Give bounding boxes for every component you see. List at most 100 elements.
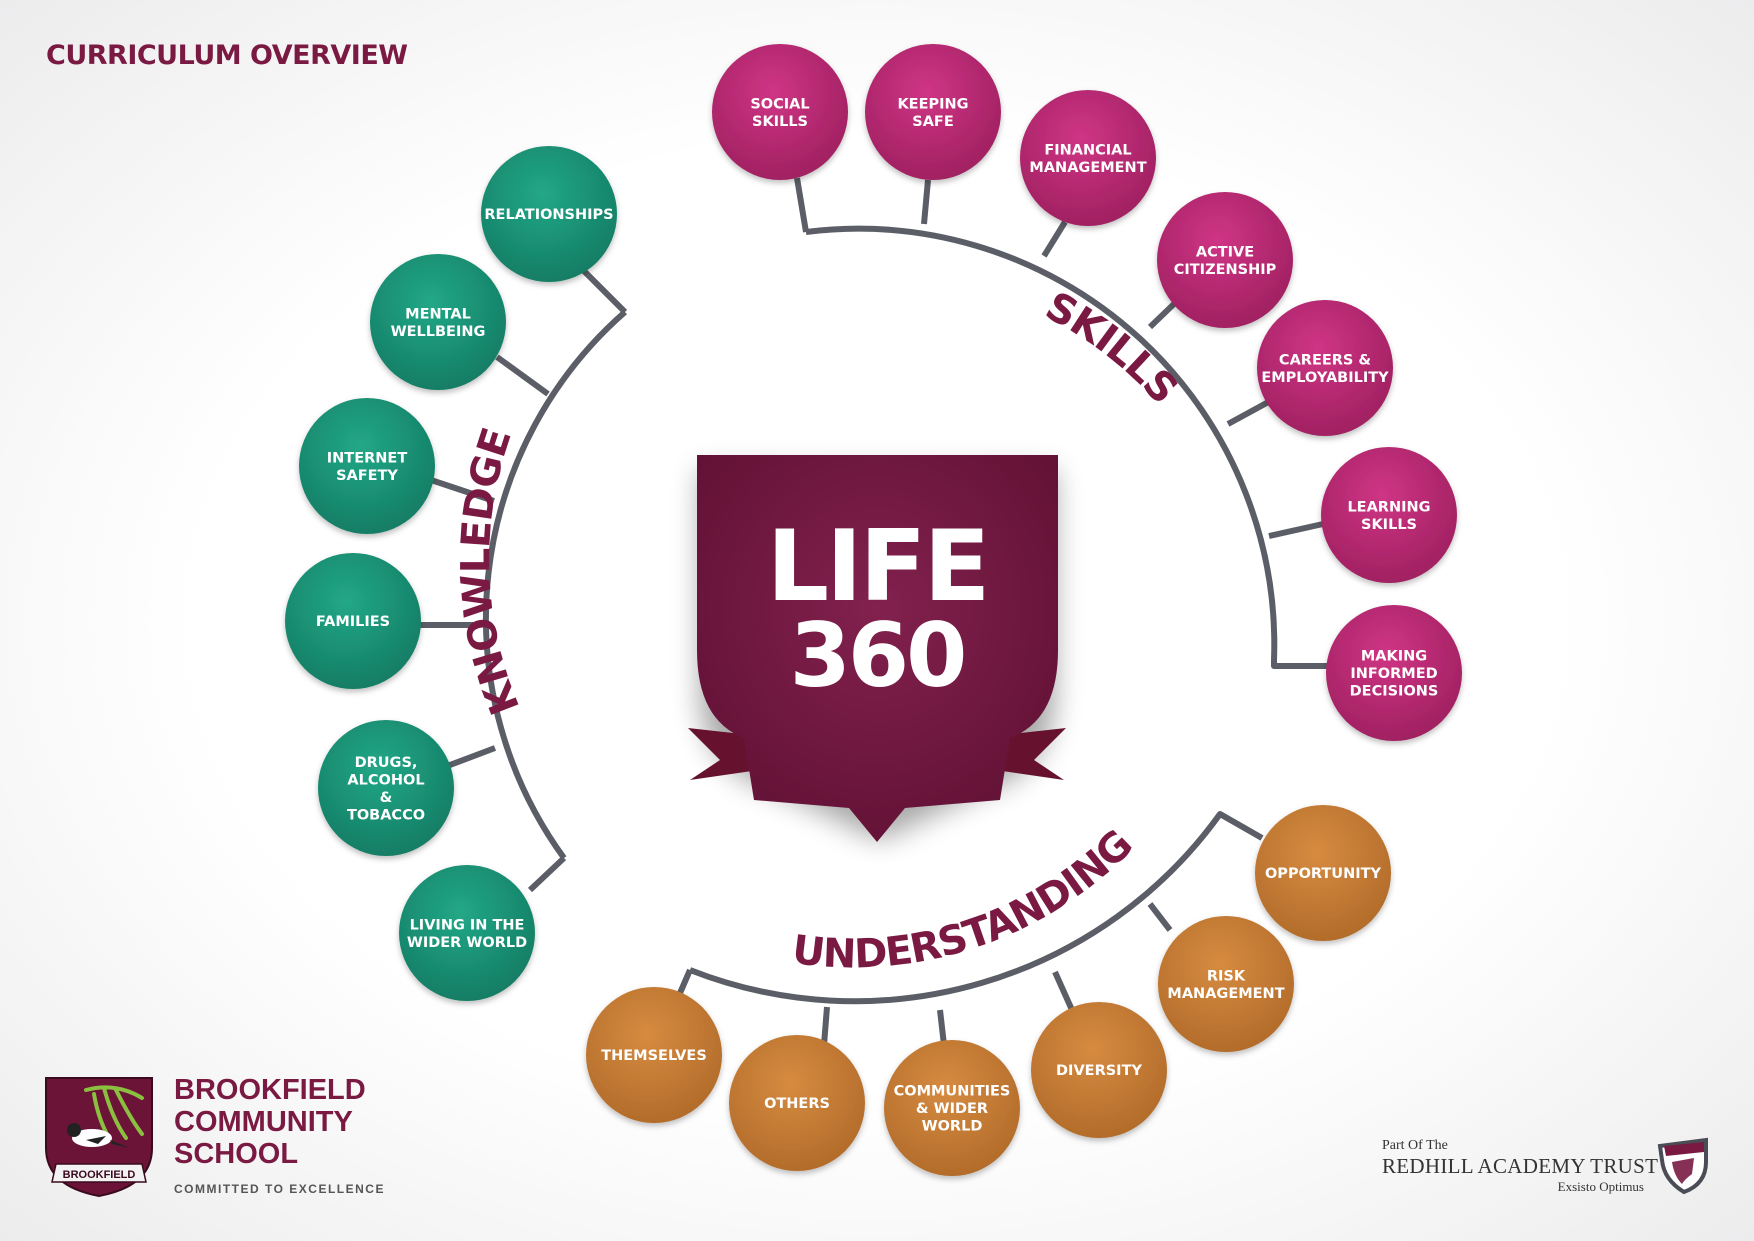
topic-label-line: EMPLOYABILITY [1261, 370, 1389, 386]
topic-drugs-alcohol-tobacco: DRUGS,ALCOHOL &TOBACCO [318, 720, 454, 856]
center-line-1: LIFE [767, 510, 988, 624]
topic-circle [865, 44, 1001, 180]
connector-financial [1041, 220, 1068, 258]
topic-label-line: ALCOHOL [347, 772, 424, 788]
topic-label-line: & [380, 790, 393, 806]
topic-opportunity: OPPORTUNITY [1255, 805, 1391, 941]
topic-label-line: DRUGS, [355, 755, 418, 771]
topic-families: FAMILIES [285, 553, 421, 689]
knowledge-stub-bottom [527, 855, 567, 893]
topic-label-line: RELATIONSHIPS [484, 207, 613, 223]
school-name: BROOKFIELD COMMUNITY SCHOOL [174, 1074, 366, 1170]
topic-circle [1321, 447, 1457, 583]
topic-label-line: WORLD [922, 1119, 983, 1135]
topic-learning-skills: LEARNING SKILLS [1321, 447, 1457, 583]
topic-label-line: SKILLS [1361, 517, 1417, 533]
topic-label-line: MANAGEMENT [1029, 160, 1146, 176]
connector-keeping-safe [921, 179, 931, 225]
topic-label-line: KEEPING [897, 96, 968, 112]
willow-leaves-icon [84, 1085, 144, 1140]
topic-label-line: WELLBEING [391, 324, 486, 340]
topic-label-line: RISK [1207, 968, 1246, 984]
connectors [416, 177, 1330, 1046]
knowledge-stub-top [585, 272, 628, 315]
topic-circle [1020, 90, 1156, 226]
topic-internet-safety: INTERNET SAFETY [299, 398, 435, 534]
connector-others [821, 1006, 830, 1046]
school-name-line-3: SCHOOL [174, 1138, 299, 1170]
page-title: CURRICULUM OVERVIEW [46, 40, 408, 71]
connector-risk [1147, 902, 1173, 932]
center-line-2: 360 [790, 604, 965, 707]
topic-label-line: SKILLS [752, 114, 808, 130]
connector-internet-safety [427, 476, 495, 504]
topic-label-line: ACTIVE [1196, 244, 1254, 260]
topic-relationships: RELATIONSHIPS [481, 146, 617, 282]
topic-label-line: LEARNING [1347, 499, 1430, 515]
topic-circle [712, 44, 848, 180]
skills-arc [805, 225, 1330, 669]
topic-risk-management: RISK MANAGEMENT [1158, 916, 1294, 1052]
brookfield-crest: BROOKFIELD [45, 1077, 153, 1198]
crest-banner-text: BROOKFIELD [63, 1169, 136, 1181]
knowledge-arc [482, 309, 627, 860]
connector-social-skills [794, 177, 809, 233]
topic-active-citizenship: ACTIVE CITIZENSHIP [1157, 192, 1293, 328]
topic-circle [1158, 916, 1294, 1052]
topic-circle [586, 987, 722, 1123]
topic-communities-wider-world: COMMUNITIES& WIDER WORLD [884, 1040, 1020, 1176]
trust-prefix: Part Of The [1382, 1138, 1448, 1153]
topic-label-line: & WIDER [916, 1101, 988, 1117]
topic-label-line: TOBACCO [347, 807, 425, 823]
topic-careers-employability: CAREERS & EMPLOYABILITY [1257, 300, 1393, 436]
connector-diversity [1052, 970, 1075, 1012]
topic-circles: RELATIONSHIPS MENTAL WELLBEING INTERNET SAFE… [285, 44, 1462, 1176]
topic-label-line: CAREERS & [1279, 352, 1371, 368]
topic-label-line: MANAGEMENT [1167, 986, 1284, 1002]
crest-banner [51, 1163, 147, 1183]
topic-label-line: CITIZENSHIP [1174, 262, 1277, 278]
topic-label-line: SAFETY [336, 468, 398, 484]
understanding-arc [688, 811, 1264, 1005]
skills-label: SKILLS [1038, 283, 1186, 412]
redhill-shield-icon [1657, 1137, 1708, 1195]
topic-label-line: MENTAL [405, 306, 471, 322]
topic-label-line: COMMUNITIES [894, 1084, 1011, 1100]
topic-themselves: THEMSELVES [586, 987, 722, 1123]
life-360-shield: LIFE 360 [688, 455, 1066, 842]
topic-financial-management: FINANCIAL MANAGEMENT [1020, 90, 1156, 226]
topic-label-line: FINANCIAL [1044, 142, 1131, 158]
trust-motto: Exsisto Optimus [1557, 1179, 1644, 1194]
trust-name: REDHILL ACADEMY TRUST [1382, 1154, 1659, 1178]
topic-label-line: THEMSELVES [601, 1048, 707, 1064]
topic-label-line: INTERNET [327, 450, 408, 466]
topic-circle [1255, 805, 1391, 941]
school-name-line-2: COMMUNITY [174, 1106, 353, 1138]
wagtail-bird-icon [67, 1123, 130, 1148]
topic-label-line: INFORMED [1350, 666, 1437, 682]
connector-careers [1226, 397, 1274, 427]
topic-label-line: DIVERSITY [1056, 1063, 1142, 1079]
topic-circle [1031, 1002, 1167, 1138]
school-motto: COMMITTED TO EXCELLENCE [174, 1182, 385, 1196]
topic-diversity: DIVERSITY [1031, 1002, 1167, 1138]
connector-learning [1268, 521, 1324, 539]
topic-others: OTHERS [729, 1035, 865, 1171]
topic-label-line: DECISIONS [1350, 684, 1439, 700]
topic-circle [399, 865, 535, 1001]
school-name-line-1: BROOKFIELD [174, 1074, 366, 1106]
connector-mental-wellbeing [495, 354, 550, 397]
topic-circle [370, 254, 506, 390]
topic-label-line: FAMILIES [316, 614, 390, 630]
topic-label-line: OPPORTUNITY [1265, 866, 1382, 882]
topic-circle [299, 398, 435, 534]
shield-body [697, 455, 1058, 842]
topic-circle [1326, 605, 1462, 741]
topic-label-line: WIDER WORLD [407, 935, 527, 951]
redhill-trust-logo: Part Of The REDHILL ACADEMY TRUST Exsist… [1382, 1138, 1659, 1195]
topic-circle [884, 1040, 1020, 1176]
understanding-label: UNDERSTANDING [790, 822, 1142, 978]
